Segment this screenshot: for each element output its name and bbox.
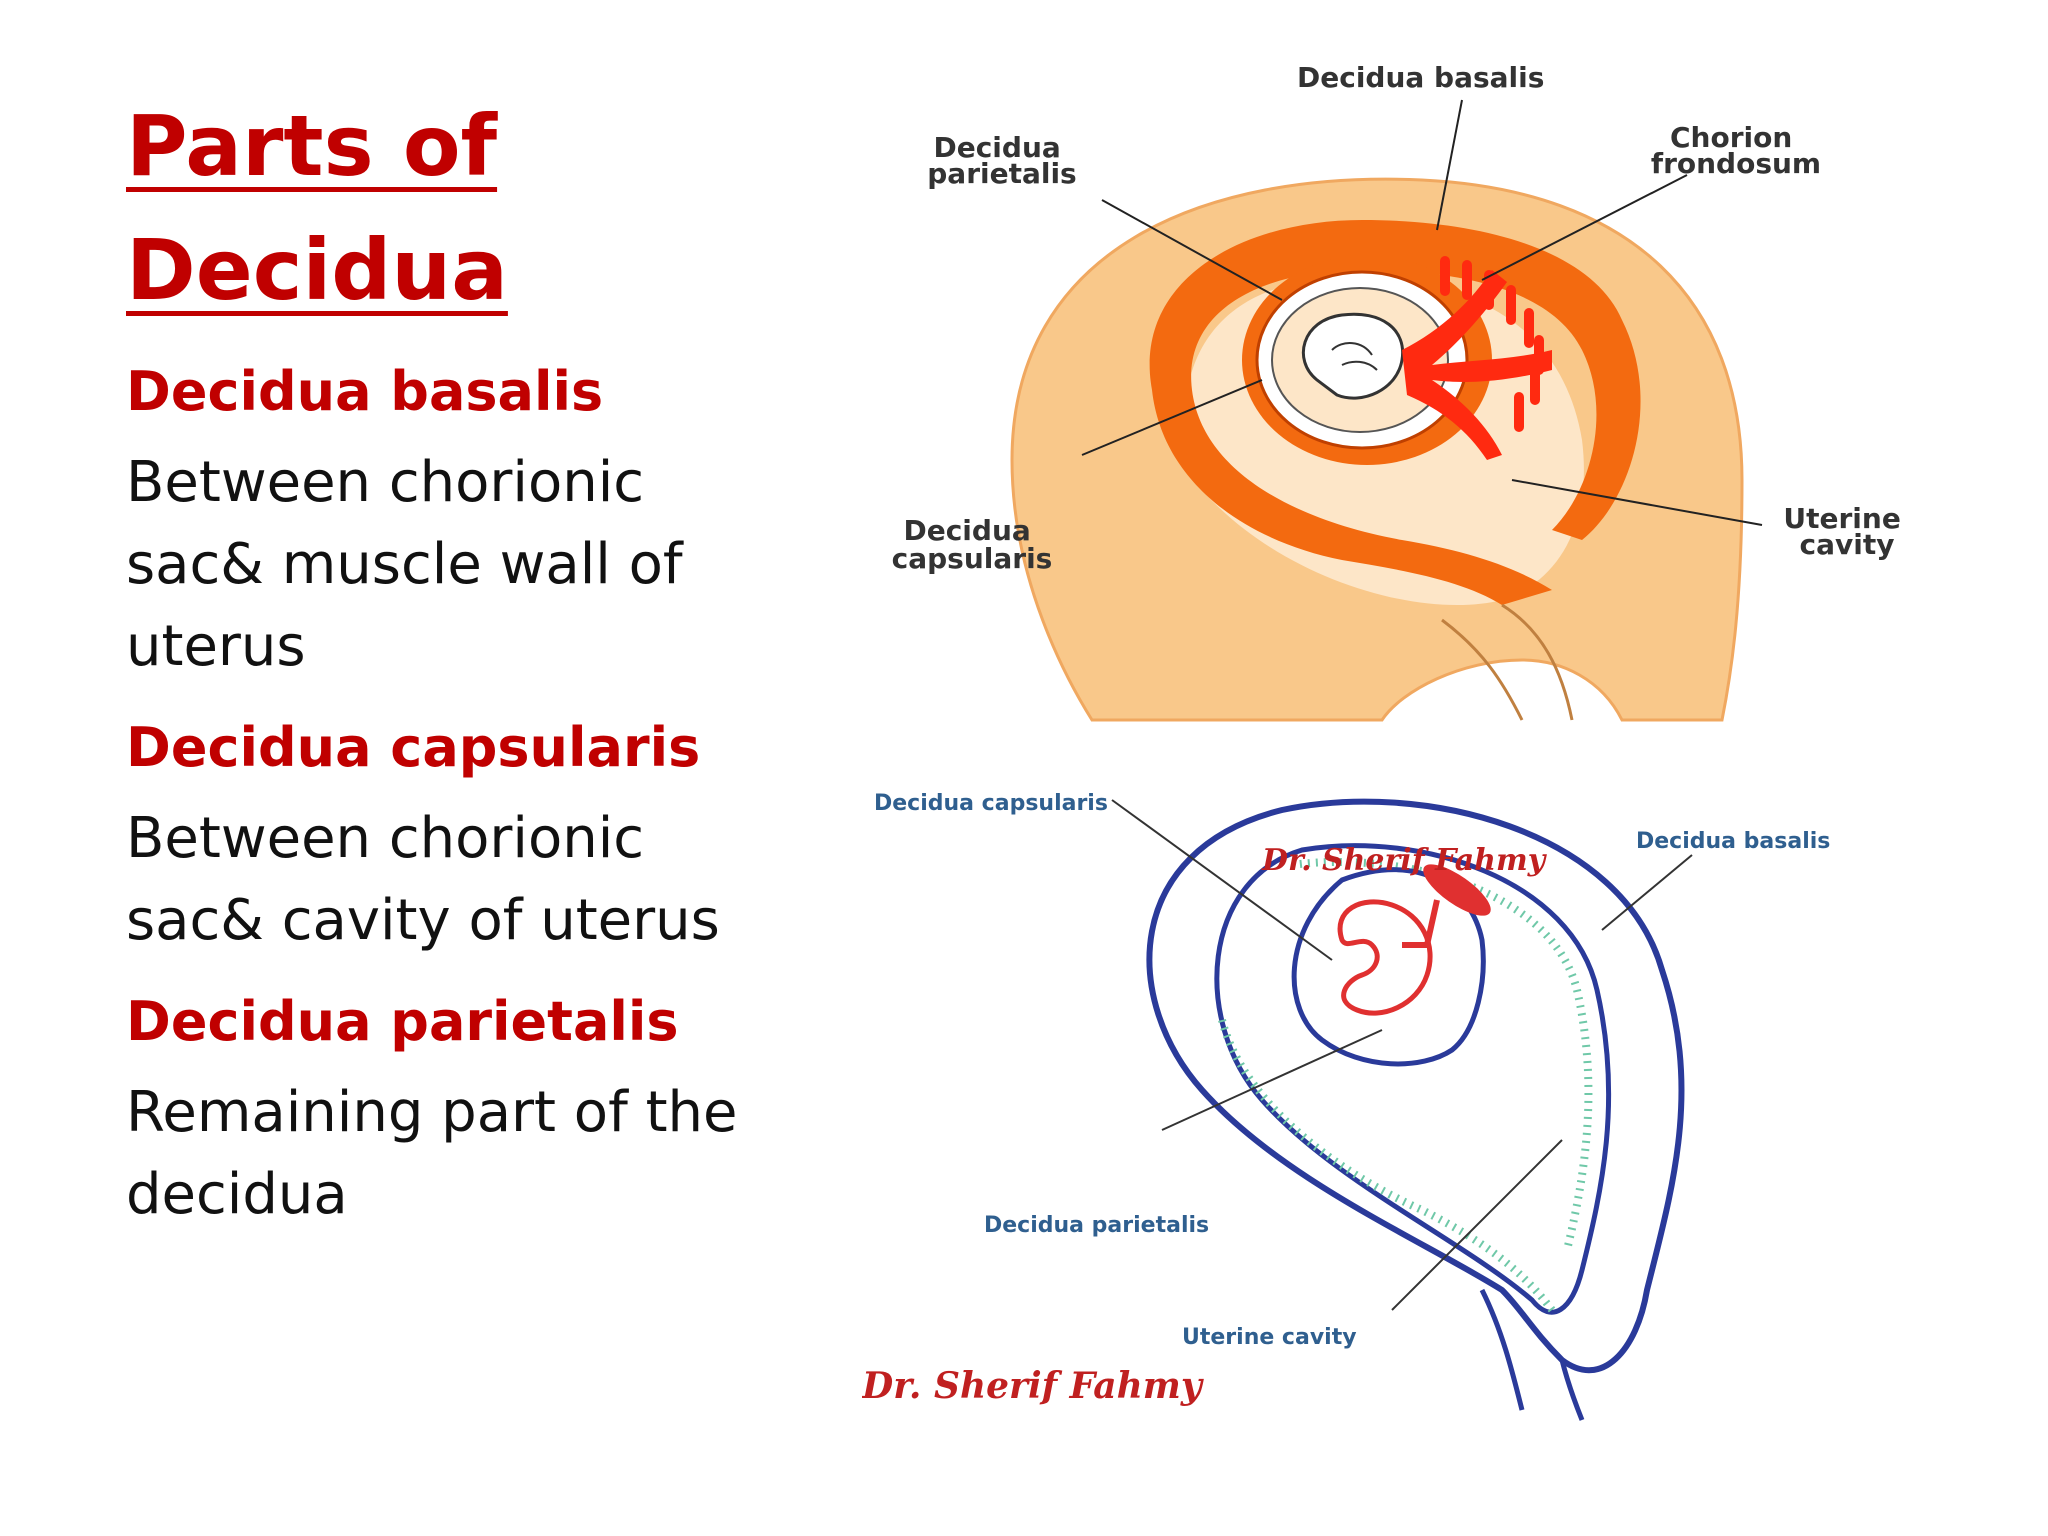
label-decidua-parietalis: Decidua parietalis (927, 131, 1076, 190)
section-capsularis: Decidua capsularis Between chorionic sac… (126, 716, 806, 962)
uterus-inner-wall (1214, 843, 1612, 1315)
decidua-villi (1291, 857, 1593, 1251)
slide-title: Parts of Decidua (126, 84, 806, 332)
label-decidua-capsularis: Decidua capsularis (874, 791, 1108, 816)
decidua-villi-outer (1218, 1019, 1556, 1313)
uterus-outer-wall (1146, 798, 1685, 1374)
title-line-1: Parts of (126, 97, 498, 195)
embryo-detail (1331, 342, 1378, 371)
label-decidua-capsularis: Decidua capsularis (892, 514, 1053, 575)
label-uterine-cavity: Uterine cavity (1182, 1325, 1357, 1350)
placental-disc (1423, 864, 1491, 916)
embryo (1301, 312, 1405, 400)
term-heading: Decidua capsularis (126, 716, 701, 779)
cervix (1441, 603, 1574, 721)
leader-lines (1081, 99, 1763, 526)
uterus-diagram-outline-svg: Decidua capsularis Decidua basalis Decid… (861, 791, 1830, 1421)
uterus-diagram-colored: Decidua basalis Decidua parietalis Chori… (862, 60, 1930, 740)
embryo-outline (1337, 899, 1433, 1016)
chorion-frondosum (1402, 270, 1552, 460)
desc-line: Remaining part of the (126, 1080, 738, 1145)
term-heading: Decidua basalis (126, 360, 604, 423)
term-description: Remaining part of the decidua (126, 1072, 806, 1236)
cervix-outline (1479, 1288, 1585, 1421)
label-decidua-parietalis: Decidua parietalis (984, 1213, 1209, 1238)
desc-line: sac& cavity of uterus (126, 888, 720, 953)
label-decidua-basalis: Decidua basalis (1297, 61, 1544, 94)
uterus-diagram-colored-svg: Decidua basalis Decidua parietalis Chori… (892, 61, 1910, 722)
term-description: Between chorionic sac& cavity of uterus (126, 798, 806, 962)
desc-line: decidua (126, 1162, 348, 1227)
title-line-2: Decidua (126, 221, 508, 319)
section-parietalis: Decidua parietalis Remaining part of the… (126, 990, 806, 1236)
decidua-band (1149, 220, 1641, 605)
desc-line: sac& muscle wall of (126, 532, 683, 597)
term-description: Between chorionic sac& muscle wall of ut… (126, 442, 806, 688)
desc-line: uterus (126, 614, 306, 679)
villi-fingers (1440, 256, 1544, 432)
uterus-diagram-outline: Decidua capsularis Decidua basalis Decid… (861, 770, 1930, 1430)
text-panel: Parts of Decidua Decidua basalis Between… (126, 84, 806, 1236)
label-uterine-cavity: Uterine cavity (1783, 502, 1910, 561)
desc-line: Between chorionic (126, 450, 645, 515)
signature-watermark-bottom: Dr. Sherif Fahmy (862, 1365, 1204, 1407)
desc-line: Between chorionic (126, 806, 645, 871)
section-basalis: Decidua basalis Between chorionic sac& m… (126, 360, 806, 688)
connecting-stalk (1402, 899, 1440, 948)
label-chorion-frondosum: Chorion frondosum (1651, 121, 1821, 180)
signature-watermark-top: Dr. Sherif Fahmy (1261, 843, 1548, 878)
label-decidua-basalis: Decidua basalis (1636, 829, 1830, 854)
term-heading: Decidua parietalis (126, 990, 679, 1053)
leader-lines-bottom (1111, 799, 1693, 1311)
